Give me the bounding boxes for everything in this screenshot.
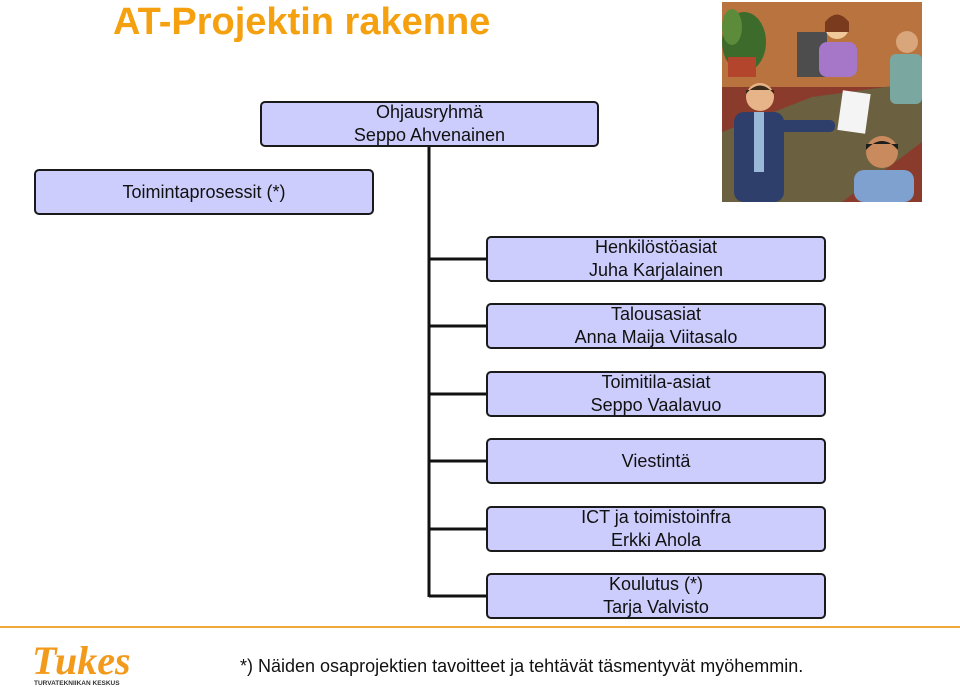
subproject-node-finance: Talousasiat Anna Maija Viitasalo (486, 303, 826, 349)
node-title: Henkilöstöasiat (594, 237, 718, 257)
page-title: AT-Projektin rakenne (113, 1, 491, 43)
subproject-node-communications: Viestintä (486, 438, 826, 484)
node-title: ICT ja toimistoinfra (581, 507, 731, 527)
node-person: Tarja Valvisto (603, 597, 709, 617)
logo-subtitle: TURVATEKNIIKAN KESKUS (34, 680, 120, 687)
node-person: Juha Karjalainen (588, 260, 724, 280)
node-title: Koulutus (*) (608, 574, 704, 594)
subproject-node-hr: Henkilöstöasiat Juha Karjalainen (486, 236, 826, 282)
subproject-node-training: Koulutus (*) Tarja Valvisto (486, 573, 826, 619)
logo-name: Tukes (32, 640, 131, 683)
processes-node: Toimintaprosessit (*) (34, 169, 374, 215)
footer-divider (0, 626, 960, 628)
steering-group-node: Ohjausryhmä Seppo Ahvenainen (260, 101, 599, 147)
node-person: Erkki Ahola (610, 530, 702, 550)
node-title: Ohjausryhmä (375, 102, 484, 122)
subproject-node-ict: ICT ja toimistoinfra Erkki Ahola (486, 506, 826, 552)
node-title: Toimintaprosessit (*) (122, 181, 286, 202)
subproject-node-facilities: Toimitila-asiat Seppo Vaalavuo (486, 371, 826, 417)
node-person: Seppo Ahvenainen (353, 125, 506, 145)
footnote: *) Näiden osaprojektien tavoitteet ja te… (240, 656, 804, 676)
business-meeting-clipart-icon (722, 2, 922, 202)
node-title: Toimitila-asiat (601, 372, 711, 392)
node-title: Talousasiat (610, 304, 702, 324)
tukes-logo: Tukes TURVATEKNIIKAN KESKUS (32, 640, 131, 687)
node-person: Anna Maija Viitasalo (574, 327, 738, 347)
node-title: Viestintä (621, 450, 691, 471)
node-person: Seppo Vaalavuo (590, 395, 722, 415)
